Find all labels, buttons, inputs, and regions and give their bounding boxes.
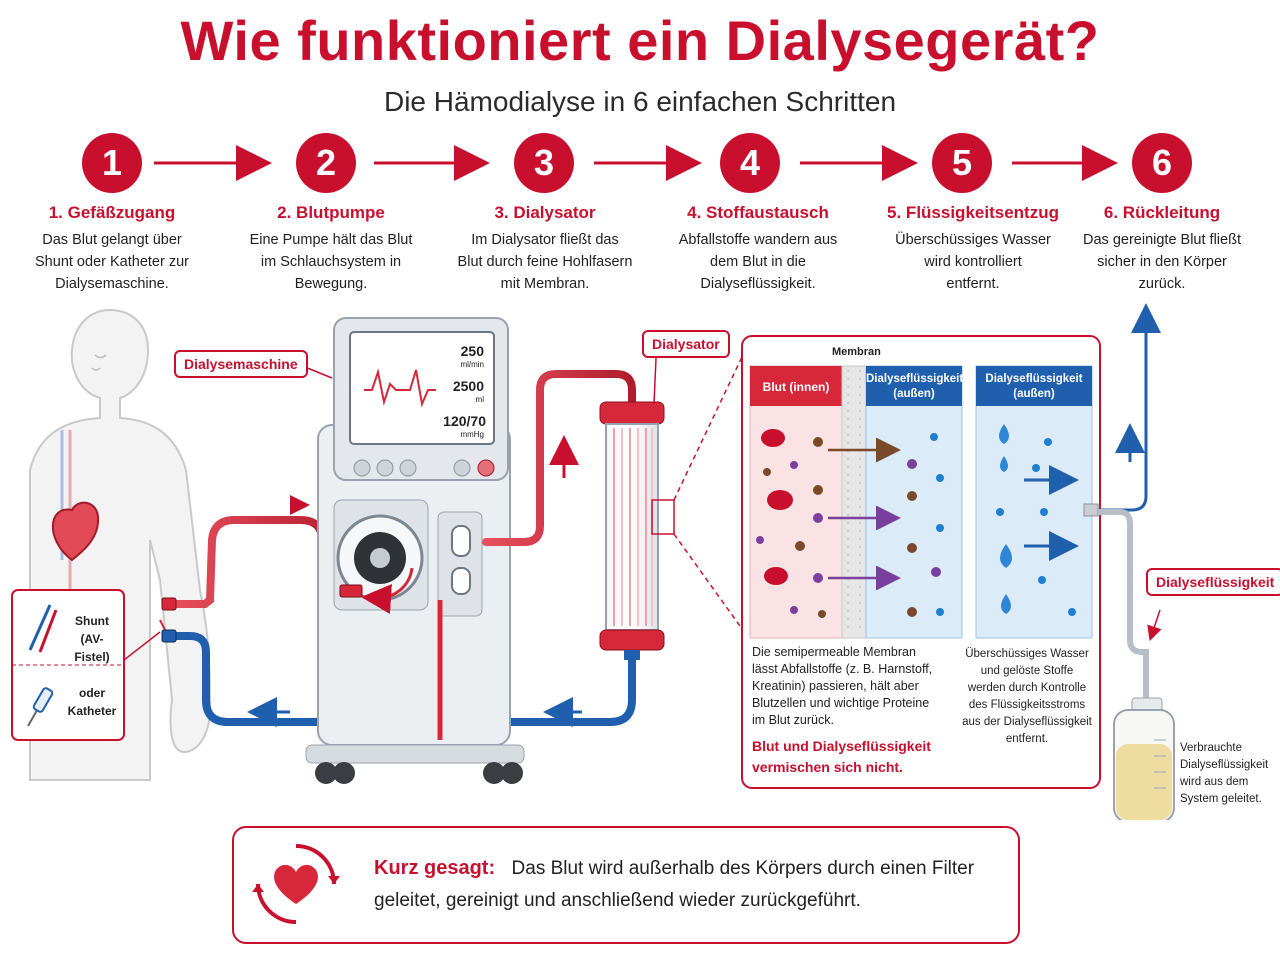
label-dialysemaschine: Dialysemaschine [174, 350, 308, 378]
page-title: Wie funktioniert ein Dialysegerät? [180, 9, 1100, 72]
step-number-4: 4 [720, 133, 780, 193]
dialysis-illustration [11, 303, 1175, 820]
step-title-3: 3. Dialysator [494, 203, 596, 222]
catheter-icon [27, 687, 54, 727]
water-drop-icon [999, 424, 1009, 444]
step-number-2: 2 [296, 133, 356, 193]
label-blut-innen: Blut (innen) [762, 380, 830, 394]
shunt-icon [28, 604, 58, 653]
step-title-2: 2. Blutpumpe [277, 203, 385, 222]
step-flow [154, 145, 1118, 181]
screen-pressure-value: 120/70 [443, 413, 486, 429]
heart-cycle-icon [252, 844, 340, 924]
screen-pressure-unit: mmHg [460, 430, 484, 439]
label-fluid-outside-1: Dialyseflüssigkeit(außen) [866, 373, 964, 400]
heart-icon [51, 501, 100, 562]
screen-flow-unit: ml/min [460, 360, 484, 369]
step-number-6: 6 [1132, 133, 1192, 193]
step-number-1: 1 [82, 133, 142, 193]
label-membran: Membran [832, 346, 881, 358]
summary-body: Das Blut wird außerhalb des Körpers durc… [374, 858, 975, 911]
dialyzer [599, 401, 675, 660]
waste-bag [1113, 697, 1175, 820]
step-title-5: 5. Flüssigkeitsentzug [887, 203, 1059, 222]
screen-volume-value: 2500 [452, 378, 484, 394]
step-title-1: 1. Gefäßzugang [48, 203, 176, 222]
dialysis-machine [305, 317, 525, 784]
summary-text: Kurz gesagt: Das Blut wird außerhalb des… [374, 852, 994, 917]
page-subtitle: Die Hämodialyse in 6 einfachen Schritten [383, 86, 897, 117]
step-number-5: 5 [932, 133, 992, 193]
summary-label: Kurz gesagt: [374, 857, 507, 879]
step-title-4: 4. Stoffaustausch [687, 203, 829, 222]
label-shunt: Shunt(AV-Fistel) [74, 614, 110, 664]
label-dialysator: Dialysator [642, 330, 730, 358]
machine-screen [349, 331, 495, 445]
step-number-3: 3 [514, 133, 574, 193]
summary-box [232, 826, 1020, 944]
label-dialysefluessigkeit: Dialyseflüssigkeit [1146, 568, 1280, 596]
step-title-6: 6. Rückleitung [1103, 203, 1221, 222]
screen-volume-unit: ml [475, 395, 484, 404]
screen-flow-value: 250 [460, 343, 484, 359]
label-fluid-outside-2: Dialyseflüssigkeit(außen) [985, 373, 1083, 400]
